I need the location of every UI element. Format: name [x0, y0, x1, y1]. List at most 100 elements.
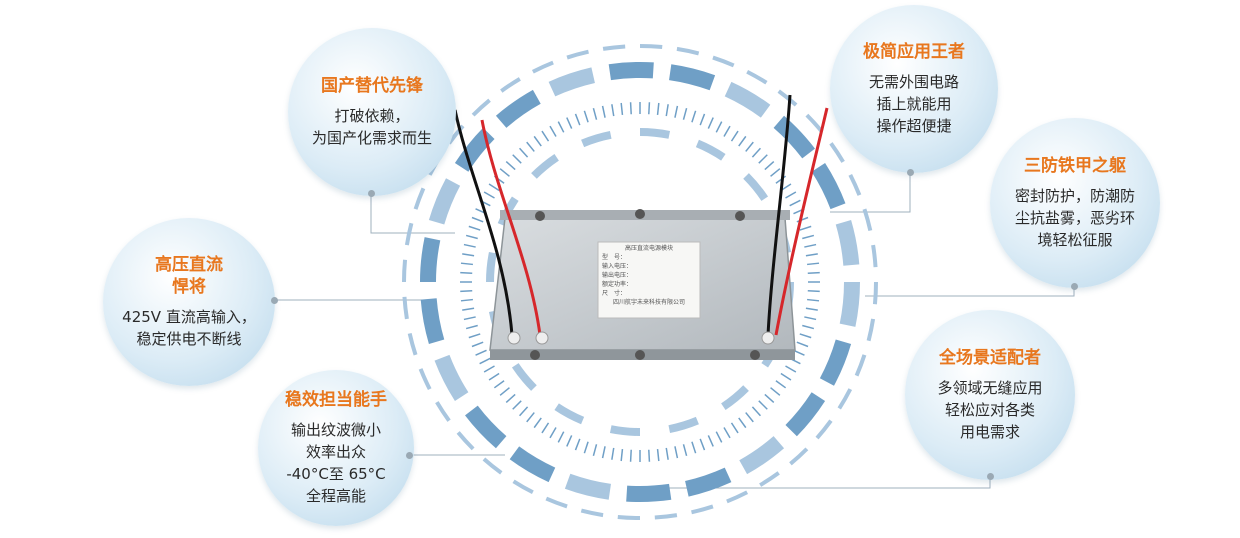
ring-tick	[674, 105, 679, 118]
ring-tick	[804, 316, 817, 321]
ring-segment	[454, 127, 495, 172]
ring-tick	[518, 406, 529, 417]
feature-desc: 无需外围电路 插上就能用 操作超便捷	[868, 73, 959, 135]
feature-desc: 输出纹波微小 效率出众 -40°C至 65°C 全程高能	[286, 421, 386, 505]
ring-tick	[526, 141, 535, 152]
ring-tick	[785, 365, 797, 373]
ring-segment	[668, 64, 716, 91]
ring-segment	[580, 508, 604, 518]
connector-dot	[368, 190, 375, 197]
label-line: 输入电压：	[602, 263, 633, 270]
ring-segment	[789, 447, 809, 466]
ring-segment	[428, 178, 461, 225]
ring-tick	[493, 380, 505, 389]
ring-segment	[420, 298, 445, 344]
ring-tick	[479, 357, 491, 365]
ring-tick	[574, 438, 581, 451]
ring-segment	[581, 130, 612, 148]
ring-tick	[549, 125, 557, 137]
feature-bubble-efficiency: 稳效担当能手 输出纹波微小 效率出众 -40°C至 65°C 全程高能	[258, 370, 414, 526]
ring-segment	[872, 281, 878, 305]
feature-bubble-hv-dc: 高压直流 悍将 425V 直流高输入， 稳定供电不断线	[103, 218, 275, 386]
ring-segment	[564, 473, 612, 500]
ring-segment	[819, 339, 852, 386]
ring-segment	[548, 67, 596, 97]
ring-segment	[413, 187, 426, 210]
ring-tick	[488, 372, 500, 381]
feature-title: 高压直流 悍将	[155, 255, 223, 297]
feature-title: 稳效担当能手	[285, 390, 387, 410]
ring-tick	[674, 446, 679, 459]
ring-tick	[505, 160, 516, 171]
ring-segment	[848, 173, 862, 196]
ring-tick	[656, 449, 660, 462]
ring-tick	[758, 400, 768, 410]
ring-tick	[807, 298, 820, 302]
ring-segment	[407, 333, 418, 356]
ring-tick	[460, 298, 473, 302]
ring-tick	[463, 243, 476, 248]
ring-tick	[730, 422, 739, 434]
ring-segment	[862, 208, 873, 231]
ring-segment	[712, 55, 735, 68]
ring-tick	[775, 380, 787, 389]
ring-segment	[554, 403, 585, 425]
ring-tick	[499, 168, 510, 177]
feature-desc: 425V 直流高输入， 稳定供电不断线	[122, 308, 256, 348]
ring-segment	[759, 471, 780, 487]
ring-tick	[805, 307, 818, 311]
ring-segment	[866, 318, 876, 342]
ring-tick	[796, 341, 809, 348]
ring-segment	[739, 436, 785, 475]
connector-dot	[907, 169, 914, 176]
ring-tick	[751, 147, 762, 158]
ring-tick	[601, 105, 606, 118]
ring-segment	[743, 173, 769, 201]
ring-tick	[471, 216, 484, 223]
ring-tick	[682, 107, 688, 120]
ring-segment	[512, 479, 534, 495]
ring-tick	[745, 412, 754, 423]
feature-title: 全场景适配者	[939, 348, 1041, 368]
feature-title: 三防铁甲之躯	[1024, 156, 1126, 176]
ring-tick	[738, 417, 747, 429]
ring-tick	[566, 435, 573, 447]
ring-tick	[499, 387, 510, 396]
ring-tick	[691, 110, 697, 123]
ring-tick	[799, 225, 812, 231]
label-company: 四川航宇未来科技有限公司	[612, 299, 685, 306]
label-line: 额定功率：	[602, 281, 633, 288]
ring-segment	[773, 115, 815, 159]
ring-tick	[475, 349, 487, 356]
ring-tick	[462, 307, 475, 311]
ring-segment	[746, 69, 768, 85]
ring-tick	[468, 225, 481, 231]
ring-segment	[511, 363, 537, 391]
ring-tick	[770, 387, 781, 396]
ring-segment	[608, 62, 654, 81]
ring-tick	[512, 400, 522, 410]
ring-segment	[617, 514, 641, 520]
ring-tick	[665, 104, 669, 117]
ring-tick	[802, 324, 815, 330]
ring-tick	[770, 168, 781, 177]
ring-tick	[601, 446, 606, 459]
ring-tick	[796, 216, 809, 223]
ring-segment	[482, 457, 503, 475]
ring-segment	[531, 60, 554, 74]
ring-tick	[611, 447, 615, 460]
product-label: 高压直流电源模块 型 号： 输入电压： 输出电压： 额定功率： 尺 寸： 四川航…	[598, 242, 700, 318]
ring-tick	[789, 199, 801, 207]
ring-segment	[684, 467, 732, 497]
ring-segment	[465, 405, 507, 449]
ring-tick	[707, 117, 714, 129]
ring-segment	[486, 251, 497, 283]
ring-tick	[583, 110, 589, 123]
ring-tick	[583, 441, 589, 454]
ring-tick	[483, 365, 495, 373]
connector-dot	[271, 297, 278, 304]
ring-segment	[695, 139, 726, 161]
ring-tick	[699, 113, 706, 126]
ring-segment	[418, 368, 432, 391]
